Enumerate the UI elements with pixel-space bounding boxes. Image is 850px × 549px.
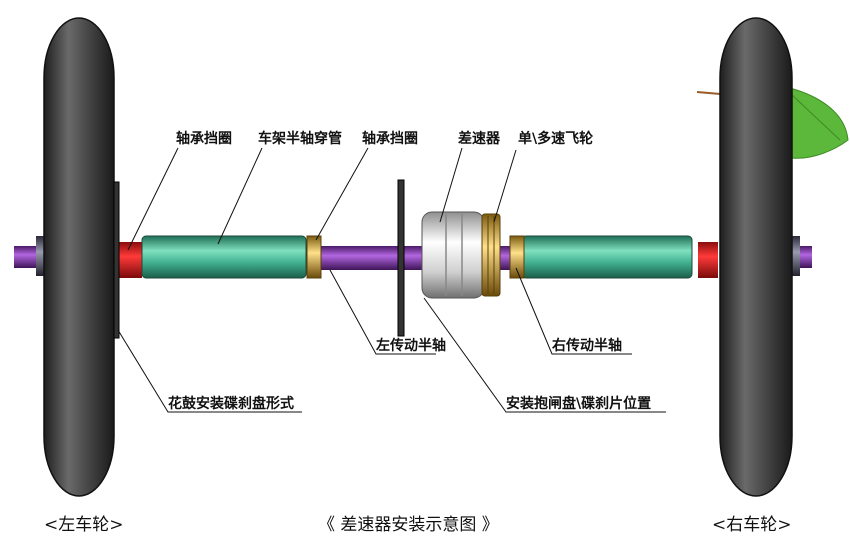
right-wheel: [719, 17, 793, 497]
leader-hub-disc: [117, 329, 302, 413]
label-brake-disc-position: 安装抱闸盘\碟刹片位置: [506, 395, 651, 412]
label-freewheel: 单\多速飞轮: [518, 130, 593, 147]
differential-body: [421, 211, 485, 299]
leader-bearing-ring-right: [315, 147, 369, 241]
leader-frame-sleeve: [217, 147, 263, 245]
caption-left-wheel: <左车轮>: [44, 515, 124, 535]
left-red-spacer: [118, 242, 142, 278]
leader-brake-position: [423, 297, 666, 413]
leader-differential: [439, 147, 463, 223]
leader-right-half-shaft: [515, 267, 632, 355]
right-bearing-ring: [509, 235, 525, 279]
label-frame-axle-sleeve: 车架半轴穿管: [258, 130, 342, 147]
right-axle-sleeve: [521, 235, 693, 279]
left-bearing-ring: [306, 235, 322, 279]
freewheel: [481, 213, 501, 297]
left-axle-sleeve: [141, 235, 307, 279]
leader-left-half-shaft: [329, 269, 436, 355]
label-hub-disc-mount: 花鼓安装碟刹盘形式: [168, 395, 294, 412]
caption-right-wheel: <右车轮>: [712, 515, 792, 535]
label-right-half-shaft: 右传动半轴: [551, 337, 622, 354]
center-brake-disc: [397, 179, 405, 337]
caption-title: 《 差速器安装示意图 》: [318, 515, 499, 535]
right-red-spacer: [698, 242, 718, 278]
label-left-half-shaft: 左传动半轴: [375, 337, 446, 354]
hub-brake-disc: [113, 181, 120, 339]
left-wheel: [43, 17, 115, 497]
label-bearing-ring-left: 轴承挡圈: [176, 130, 232, 147]
label-differential: 差速器: [458, 130, 501, 147]
leader-bearing-ring-left: [127, 147, 179, 251]
label-bearing-ring-right: 轴承挡圈: [362, 130, 418, 147]
leader-freewheel: [493, 149, 517, 223]
